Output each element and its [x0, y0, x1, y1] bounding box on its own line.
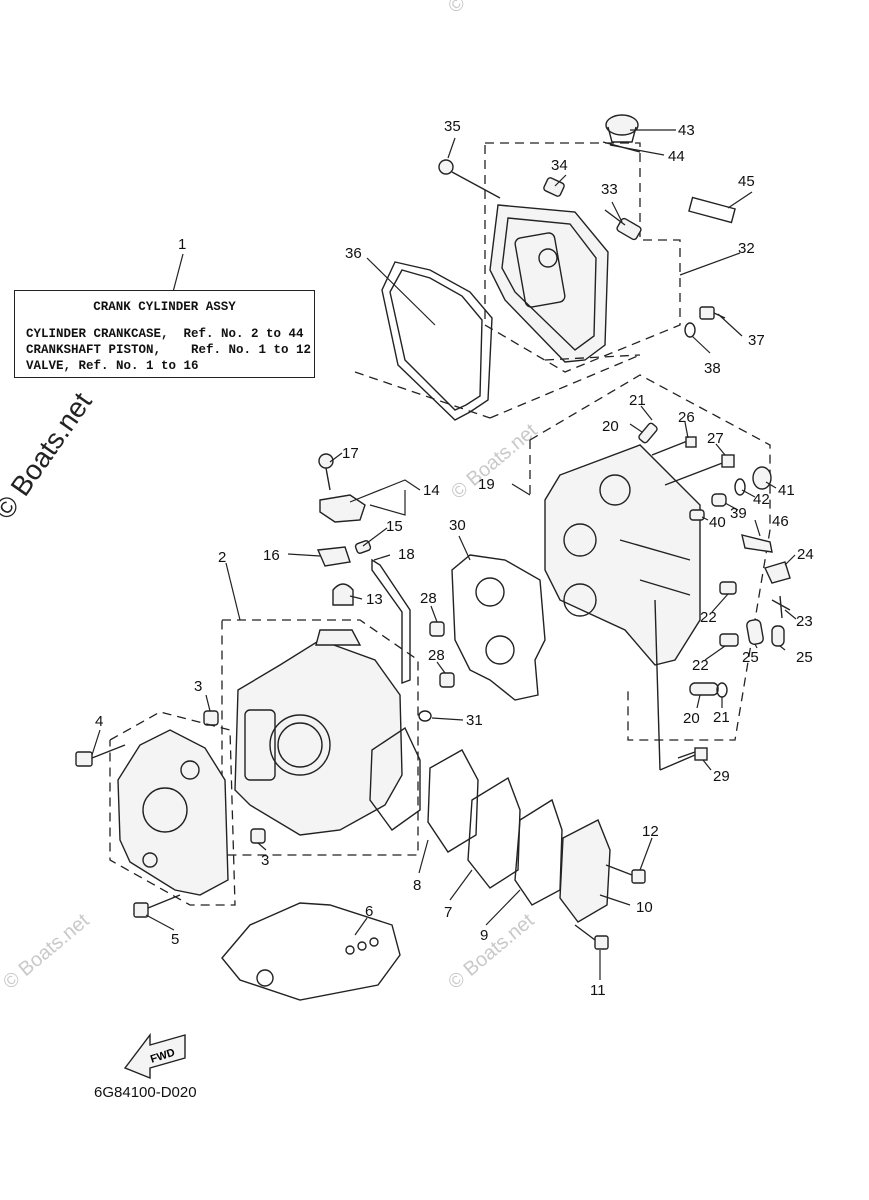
callout-30: 30	[449, 517, 466, 534]
callout-31: 31	[466, 712, 483, 729]
callout-20b: 20	[683, 710, 700, 727]
callout-45: 45	[738, 173, 755, 190]
callout-26: 26	[678, 409, 695, 426]
callout-19: 19	[478, 476, 495, 493]
callout-8: 8	[413, 877, 421, 894]
info-box-line-2: CRANKSHAFT PISTON, Ref. No. 1 to 12	[26, 343, 312, 357]
callout-23: 23	[796, 613, 813, 630]
plate-7	[467, 776, 521, 889]
callout-1: 1	[178, 236, 186, 253]
callout-25a: 25	[742, 649, 759, 666]
callout-34: 34	[551, 157, 568, 174]
callout-21b: 21	[713, 709, 730, 726]
callout-46: 46	[772, 513, 789, 530]
callout-43: 43	[678, 122, 695, 139]
callout-38: 38	[704, 360, 721, 377]
leader-lines	[91, 129, 797, 980]
callout-22b: 22	[692, 657, 709, 674]
callout-41: 41	[778, 482, 795, 499]
callout-11: 11	[590, 982, 606, 999]
callout-27: 27	[707, 430, 724, 447]
callout-20a: 20	[602, 418, 619, 435]
callout-4: 4	[95, 713, 103, 730]
cylinder-head-cover	[489, 204, 609, 363]
callout-40: 40	[709, 514, 726, 531]
callout-12: 12	[642, 823, 659, 840]
gasket-9	[514, 798, 563, 906]
callout-13: 13	[366, 591, 383, 608]
head-gasket	[451, 554, 546, 701]
callout-3a: 3	[194, 678, 202, 695]
gasket-8	[427, 749, 479, 853]
callout-5: 5	[171, 931, 179, 948]
callout-36: 36	[345, 245, 362, 262]
info-box-line-3: VALVE, Ref. No. 1 to 16	[26, 359, 199, 373]
head-cover-dashed-outline	[484, 142, 681, 373]
callout-9: 9	[480, 927, 488, 944]
callout-24: 24	[797, 546, 814, 563]
cylinder-block	[234, 639, 403, 836]
info-box-title: CRANK CYLINDER ASSY	[93, 300, 236, 314]
info-box-line-1: CYLINDER CRANKCASE, Ref. No. 2 to 44	[26, 327, 304, 341]
thermostat-group	[316, 453, 411, 685]
callout-6: 6	[365, 903, 373, 920]
crankcase	[117, 729, 229, 896]
cover-10	[559, 819, 611, 923]
callout-7: 7	[444, 904, 452, 921]
callout-32: 32	[738, 240, 755, 257]
exhaust-gasket-outer	[369, 726, 421, 831]
callout-17: 17	[342, 445, 359, 462]
callout-39: 39	[730, 505, 747, 522]
fwd-arrow-icon: FWD	[123, 1032, 186, 1080]
watermark-top: © Boats.net	[444, 0, 539, 18]
callout-37: 37	[748, 332, 765, 349]
callout-18: 18	[398, 546, 415, 563]
callout-35: 35	[444, 118, 461, 135]
callout-25b: 25	[796, 649, 813, 666]
callout-numbers: 1 2 3 3 4 5 6 7 8 9 10 11 12 13 14 15 16…	[95, 118, 814, 999]
crankcase-group	[75, 711, 236, 918]
cylinder-head-dashed-outline	[529, 374, 771, 741]
callout-28a: 28	[420, 590, 437, 607]
callout-10: 10	[636, 899, 653, 916]
cover-gasket	[381, 261, 493, 421]
cylinder-head-group	[529, 374, 791, 771]
callout-15: 15	[386, 518, 403, 535]
base-gasket-6	[221, 902, 401, 1001]
cylinder-block-group	[203, 619, 455, 856]
callout-16: 16	[263, 547, 280, 564]
cylinder-head	[544, 444, 701, 666]
callout-21a: 21	[629, 392, 646, 409]
callout-42: 42	[753, 491, 770, 508]
callout-44: 44	[668, 148, 685, 165]
callout-33: 33	[601, 181, 618, 198]
callout-3b: 3	[261, 852, 269, 869]
diagram-code: 6G84100-D020	[94, 1084, 197, 1101]
exhaust-cover-group	[369, 726, 646, 950]
watermark-bl: © Boats.net	[0, 909, 94, 993]
callout-22a: 22	[700, 609, 717, 626]
crankcase-dashed-outline	[109, 711, 236, 906]
watermark-br: © Boats.net	[444, 909, 539, 993]
callout-14: 14	[423, 482, 440, 499]
assembly-info-box: CRANK CYLINDER ASSY CYLINDER CRANKCASE, …	[14, 290, 315, 378]
callout-29: 29	[713, 768, 730, 785]
head-cover-group	[354, 114, 736, 421]
callout-28b: 28	[428, 647, 445, 664]
callout-2: 2	[218, 549, 226, 566]
